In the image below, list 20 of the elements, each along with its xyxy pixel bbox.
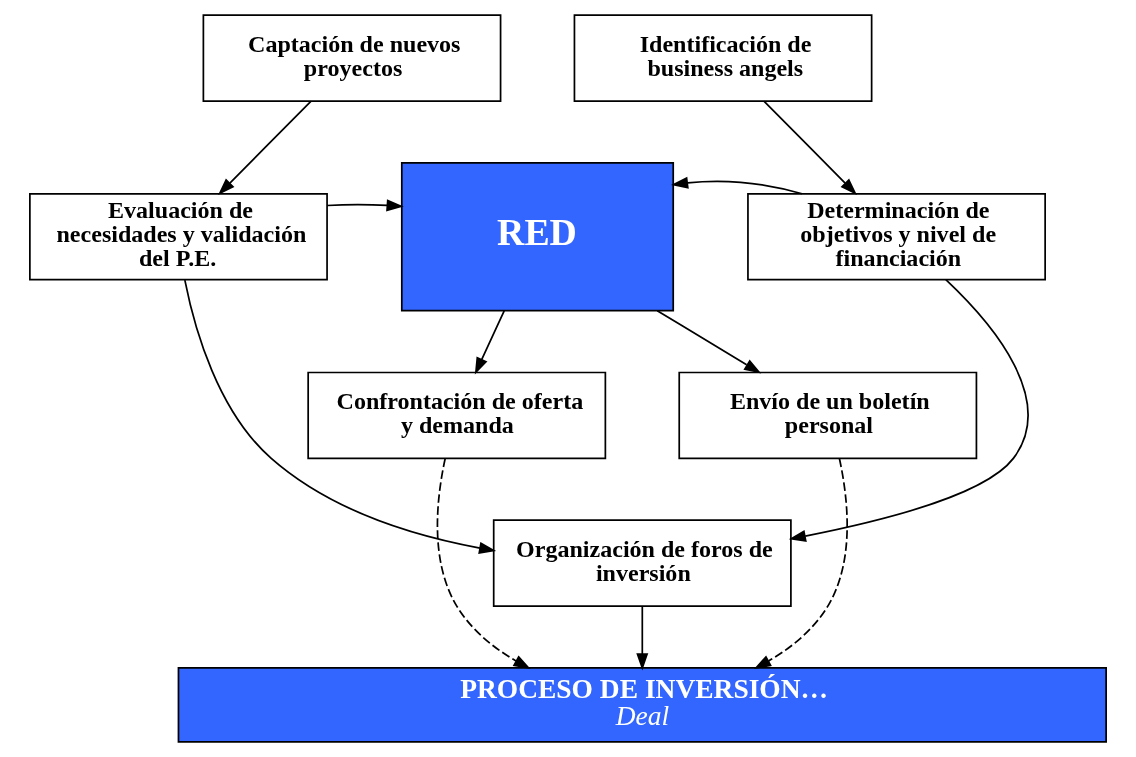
arrow [326,199,404,212]
arrow [763,100,857,196]
arrow [788,278,1029,542]
node-box: RED [400,162,675,312]
node-box: Organización de foros de inversión [492,519,792,607]
node-box: Determinación de objetivos y nivel de financiación [747,192,1046,281]
node-box: PROCESO DE INVERSIÓN… Deal [177,667,1107,743]
arrow [656,309,762,374]
arrow [436,457,531,669]
node-box: Identificación de business angels [573,14,873,102]
arrow [670,176,803,195]
arrow [636,605,649,671]
arrow [218,100,312,196]
arrow [753,457,848,669]
node-box: Captación de nuevos proyectos [202,14,502,102]
node-box: Envío de un boletín personal [678,371,978,460]
node-box: Evaluación de necesidades y validación del P.E. [29,192,328,281]
node-box: Confrontación de oferta y demanda [307,371,607,460]
arrow [184,279,497,554]
arrow [474,309,506,375]
